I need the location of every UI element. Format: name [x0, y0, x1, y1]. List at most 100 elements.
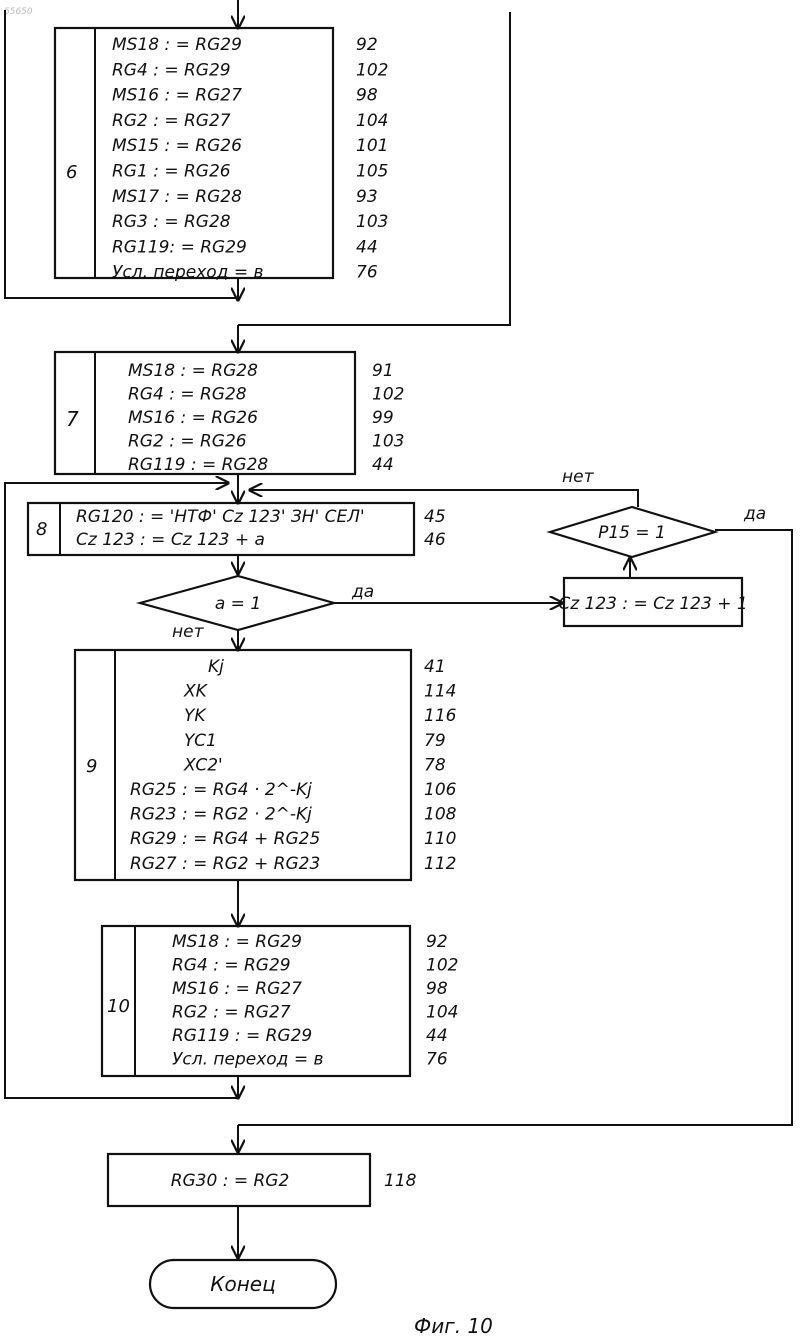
b6-ref-number: 103	[356, 212, 388, 232]
b9-line: RG23 : = RG2 · 2^-Kj	[130, 805, 312, 825]
b8-line: Cz 123 : = Cz 123 + a	[76, 530, 265, 550]
b10-ref-number: 98	[426, 979, 448, 999]
block-9: 9 KjXKYKYC1XC2'RG25 : = RG4 · 2^-KjRG23 …	[75, 650, 457, 880]
b7-ref-number: 91	[372, 361, 394, 381]
b9-ref-number: 112	[424, 854, 456, 874]
end-terminator: Конец	[150, 1260, 336, 1308]
figure-caption: Фиг. 10	[414, 1314, 493, 1338]
b7-line: RG2 : = RG26	[128, 432, 247, 452]
b10-line: MS18 : = RG29	[172, 932, 302, 952]
b6-ref-number: 44	[356, 237, 378, 257]
b10-line: RG2 : = RG27	[172, 1003, 291, 1023]
b9-ref-number: 110	[424, 829, 456, 849]
block-7-number: 7	[66, 407, 79, 431]
page-id-text: 55650	[4, 7, 33, 17]
b10-ref-number: 102	[426, 956, 458, 976]
b7-line: MS18 : = RG28	[128, 361, 258, 381]
b6-line: RG119: = RG29	[112, 237, 247, 257]
block-10-lines: MS18 : = RG29RG4 : = RG29MS16 : = RG27RG…	[172, 932, 324, 1070]
b10-line: RG4 : = RG29	[172, 956, 291, 976]
b6-ref-number: 76	[356, 263, 378, 283]
block-final-lines: RG30 : = RG2	[171, 1171, 290, 1191]
block-7-lines: MS18 : = RG28RG4 : = RG28MS16 : = RG26RG…	[128, 361, 268, 475]
cz-increment-text: Cz 123 : = Cz 123 + 1	[558, 594, 747, 614]
b8-line: RG120 : = 'НТФ' Cz 123' ЗН' СЕЛ'	[76, 507, 365, 527]
b9-line: XK	[183, 682, 209, 702]
b7-line: MS16 : = RG26	[128, 408, 258, 428]
decision-a: a = 1 да нет	[140, 576, 374, 642]
b9-ref-number: 41	[424, 657, 446, 677]
block-8-number: 8	[36, 519, 47, 540]
b10-ref-number: 92	[426, 932, 448, 952]
b6-ref-number: 102	[356, 60, 388, 80]
b7-ref-number: 44	[372, 455, 394, 475]
b6-line: Усл. переход = в	[112, 263, 264, 283]
b6-line: RG3 : = RG28	[112, 212, 231, 232]
end-terminator-text: Конец	[210, 1272, 275, 1296]
block-8-refs: 4546	[424, 507, 446, 550]
p15-yes-line	[238, 530, 792, 1125]
final-line: RG30 : = RG2	[171, 1171, 290, 1191]
block-7-refs: 91 102 99 103 44	[372, 361, 404, 475]
b8-ref-number: 46	[424, 530, 446, 550]
b7-ref-number: 103	[372, 432, 404, 452]
decision-p15-yes-label: да	[743, 504, 766, 524]
b6-ref-number: 93	[356, 187, 378, 207]
b10-ref-number: 104	[426, 1003, 458, 1023]
block-final: RG30 : = RG2 118	[108, 1154, 417, 1206]
block-8-lines: RG120 : = 'НТФ' Cz 123' ЗН' СЕЛ' Cz 123 :…	[76, 507, 365, 550]
b6-line: MS15 : = RG26	[112, 136, 242, 156]
block-9-refs: 411141167978106108110112	[424, 657, 457, 874]
b9-line: YK	[184, 706, 207, 726]
b10-line: RG119 : = RG29	[172, 1026, 312, 1046]
b6-ref-number: 92	[356, 35, 378, 55]
block-6-number: 6	[66, 162, 77, 183]
b7-line: RG119 : = RG28	[128, 455, 268, 475]
b7-ref-number: 102	[372, 385, 404, 405]
b6-line: MS18 : = RG29	[112, 35, 242, 55]
block-6-lines: MS18 : = RG29RG4 : = RG29MS16 : = RG27RG…	[112, 35, 264, 283]
b9-ref-number: 114	[424, 682, 456, 702]
decision-p15: P15 = 1 нет да	[550, 467, 766, 557]
b10-ref-number: 44	[426, 1026, 448, 1046]
block-7: 7 MS18 : = RG28RG4 : = RG28MS16 : = RG26…	[55, 352, 404, 475]
b7-ref-number: 99	[372, 408, 394, 428]
decision-a-text: a = 1	[215, 594, 261, 614]
decision-p15-no-label: нет	[562, 467, 595, 487]
decision-a-no-label: нет	[172, 622, 205, 642]
b6-line: MS16 : = RG27	[112, 86, 242, 106]
b6-line: RG1 : = RG26	[112, 162, 231, 182]
b9-line: RG29 : = RG4 + RG25	[130, 829, 320, 849]
block-9-lines: KjXKYKYC1XC2'RG25 : = RG4 · 2^-KjRG23 : …	[130, 657, 320, 874]
b8-ref-number: 45	[424, 507, 446, 527]
b9-line: XC2'	[183, 755, 223, 775]
block-final-refs: 118	[384, 1171, 417, 1191]
block-9-number: 9	[86, 756, 97, 777]
decision-p15-text: P15 = 1	[598, 523, 666, 543]
b6-line: MS17 : = RG28	[112, 187, 242, 207]
b10-line: MS16 : = RG27	[172, 979, 302, 999]
b6-ref-number: 105	[356, 162, 388, 182]
b10-line: Усл. переход = в	[172, 1050, 324, 1070]
block-8: 8 RG120 : = 'НТФ' Cz 123' ЗН' СЕЛ' Cz 123…	[28, 503, 446, 555]
final-ref-number: 118	[384, 1171, 417, 1191]
b9-line: YC1	[184, 731, 217, 751]
b6-line: RG2 : = RG27	[112, 111, 231, 131]
b6-ref-number: 101	[356, 136, 388, 156]
cz-increment-block: Cz 123 : = Cz 123 + 1	[558, 578, 747, 626]
block-6: 6 MS18 : = RG29RG4 : = RG29MS16 : = RG27…	[55, 28, 388, 283]
decision-a-yes-label: да	[351, 582, 374, 602]
b6-ref-number: 98	[356, 86, 378, 106]
block-10: 10 MS18 : = RG29RG4 : = RG29MS16 : = RG2…	[102, 926, 458, 1076]
b9-line: RG27 : = RG2 + RG23	[130, 854, 320, 874]
b7-line: RG4 : = RG28	[128, 385, 247, 405]
block-10-number: 10	[107, 996, 130, 1017]
b6-ref-number: 104	[356, 111, 388, 131]
b6-line: RG4 : = RG29	[112, 60, 231, 80]
b9-ref-number: 108	[424, 805, 457, 825]
b9-line: Kj	[208, 657, 224, 677]
block-6-refs: 92 102 98 104 101 105 93 103 44 76	[356, 35, 388, 283]
b10-ref-number: 76	[426, 1050, 448, 1070]
b9-ref-number: 78	[424, 755, 446, 775]
